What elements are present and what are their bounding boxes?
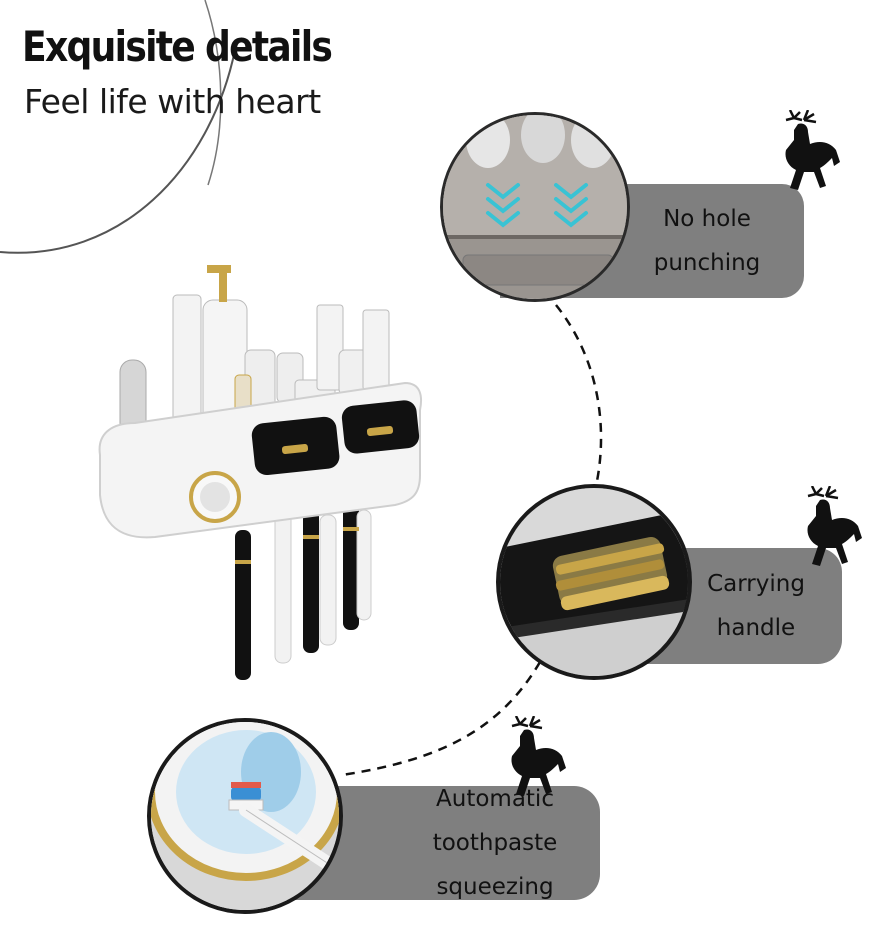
detail-wall-mount-chevrons [440,112,630,302]
detail-drawer-handle [496,484,692,680]
feature-label-no-hole-punching: No hole punching [653,206,761,276]
deer-icon [511,716,566,796]
decorative-arcs [0,0,236,254]
feature-label-carrying-handle: Carrying handle [707,571,805,641]
page-headline: Exquisite details [22,22,333,71]
toothbrushes [235,500,372,680]
feature-label-toothpaste-squeezing: Automatic toothpaste squeezing [432,786,558,900]
detail-toothbrush-squeezer [147,718,343,914]
deer-icon [807,486,862,566]
page-subline: Feel life with heart [24,82,321,121]
product-illustration [98,265,423,680]
deer-icon [785,110,840,190]
